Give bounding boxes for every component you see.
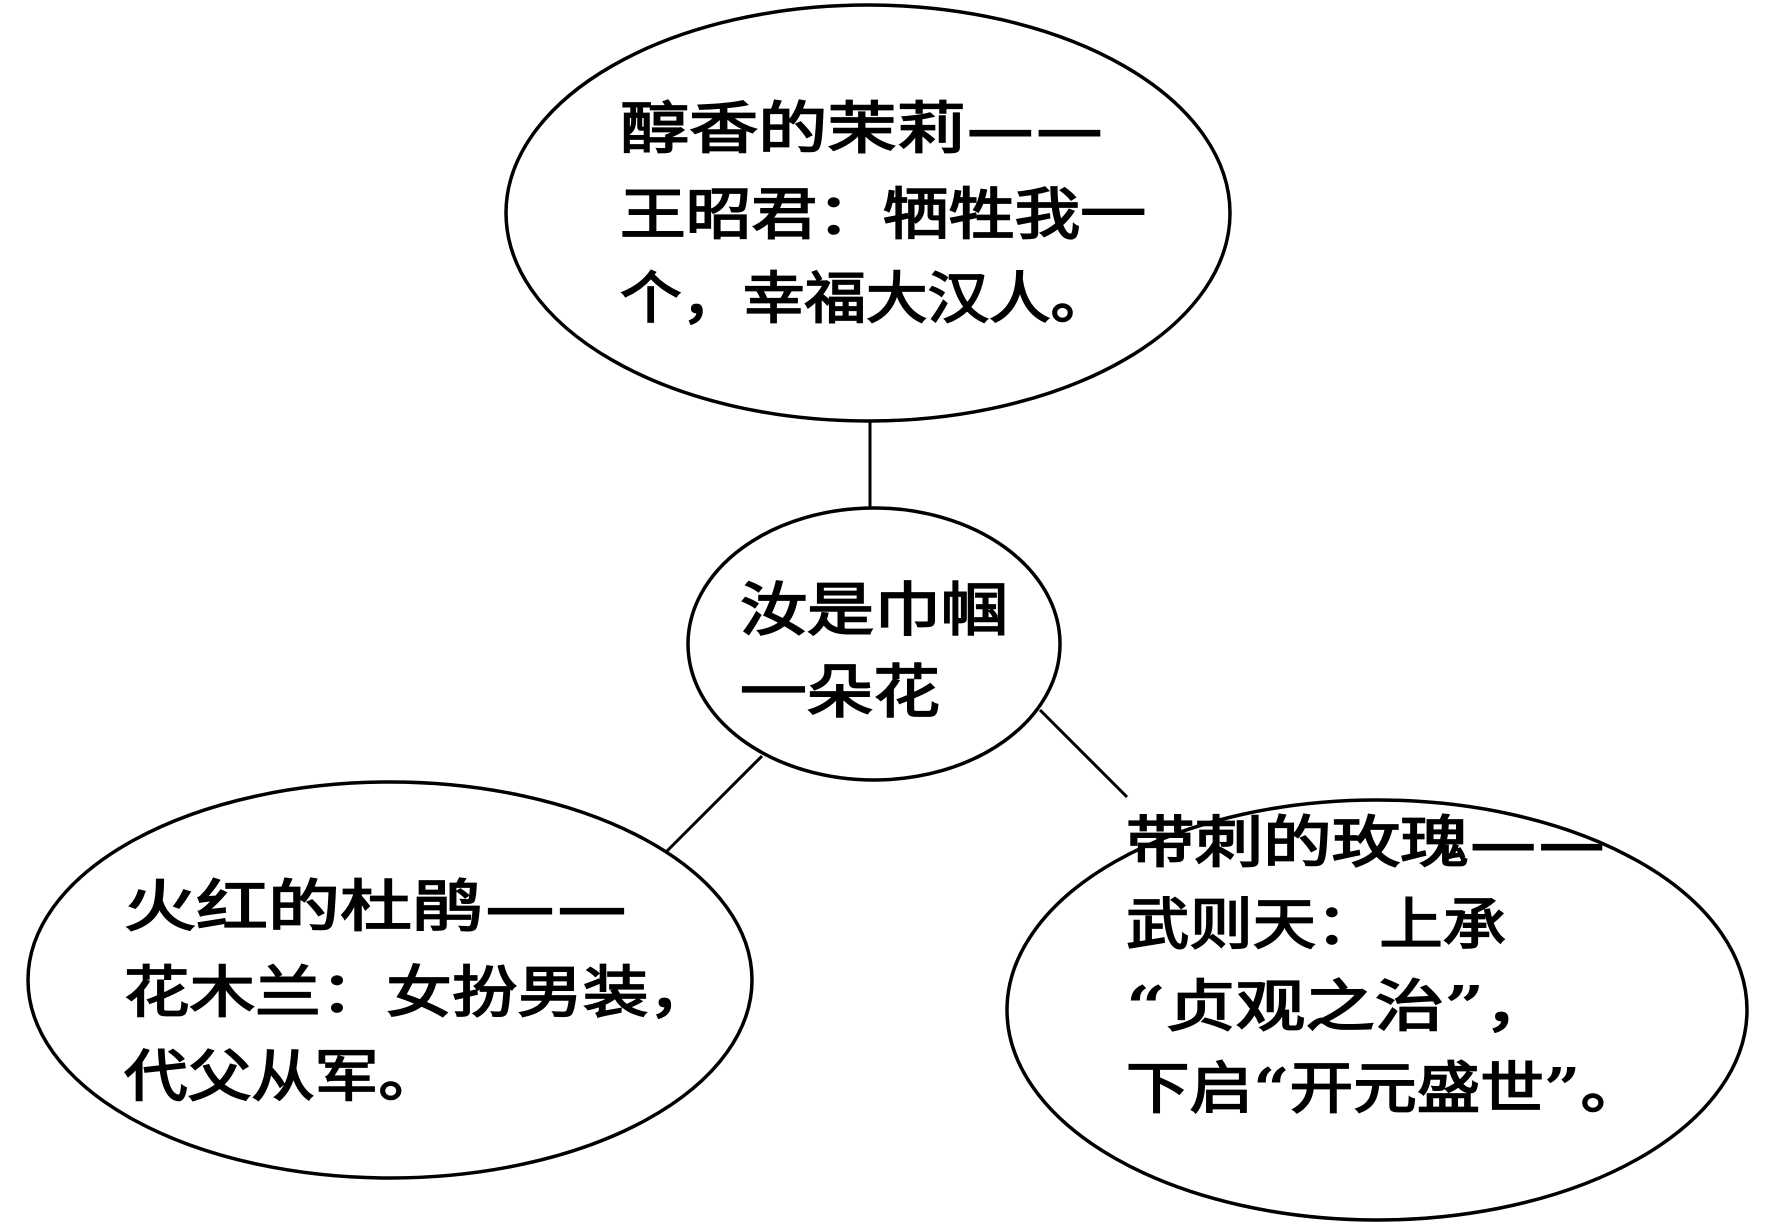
connector-center-left xyxy=(661,754,764,857)
connector-center-right xyxy=(1038,708,1129,799)
node-right-line-3: “贞观之治”， xyxy=(1126,974,1554,1040)
node-center-line-1: 汝是巾帼 xyxy=(740,576,1008,644)
node-left: 火红的杜鹃—— 花木兰：女扮男装， 代父从军。 xyxy=(26,780,754,1180)
node-right: 带刺的玫瑰—— 武则天：上承 “贞观之治”， 下启“开元盛世”。 xyxy=(1005,798,1749,1222)
node-left-line-1: 火红的杜鹃—— xyxy=(124,874,628,940)
node-top-line-3: 个，幸福大汉人。 xyxy=(620,266,1112,332)
node-left-ellipse xyxy=(26,780,754,1180)
node-center-ellipse xyxy=(686,506,1062,782)
node-right-line-2: 武则天：上承 xyxy=(1126,892,1506,958)
node-left-line-2: 花木兰：女扮男装， xyxy=(124,960,714,1026)
node-top-line-1: 醇香的茉莉—— xyxy=(620,96,1104,162)
node-top: 醇香的茉莉—— 王昭君：牺牲我一 个，幸福大汉人。 xyxy=(504,3,1232,423)
node-top-line-2: 王昭君：牺牲我一 xyxy=(620,182,1146,248)
node-right-line-4: 下启“开元盛世”。 xyxy=(1126,1056,1644,1122)
node-right-line-1: 带刺的玫瑰—— xyxy=(1126,810,1606,876)
node-center-line-2: 一朵花 xyxy=(740,658,940,726)
node-left-line-3: 代父从军。 xyxy=(123,1044,442,1110)
node-right-ellipse xyxy=(1005,798,1749,1222)
node-top-ellipse xyxy=(504,3,1232,423)
node-center: 汝是巾帼 一朵花 xyxy=(686,506,1062,782)
